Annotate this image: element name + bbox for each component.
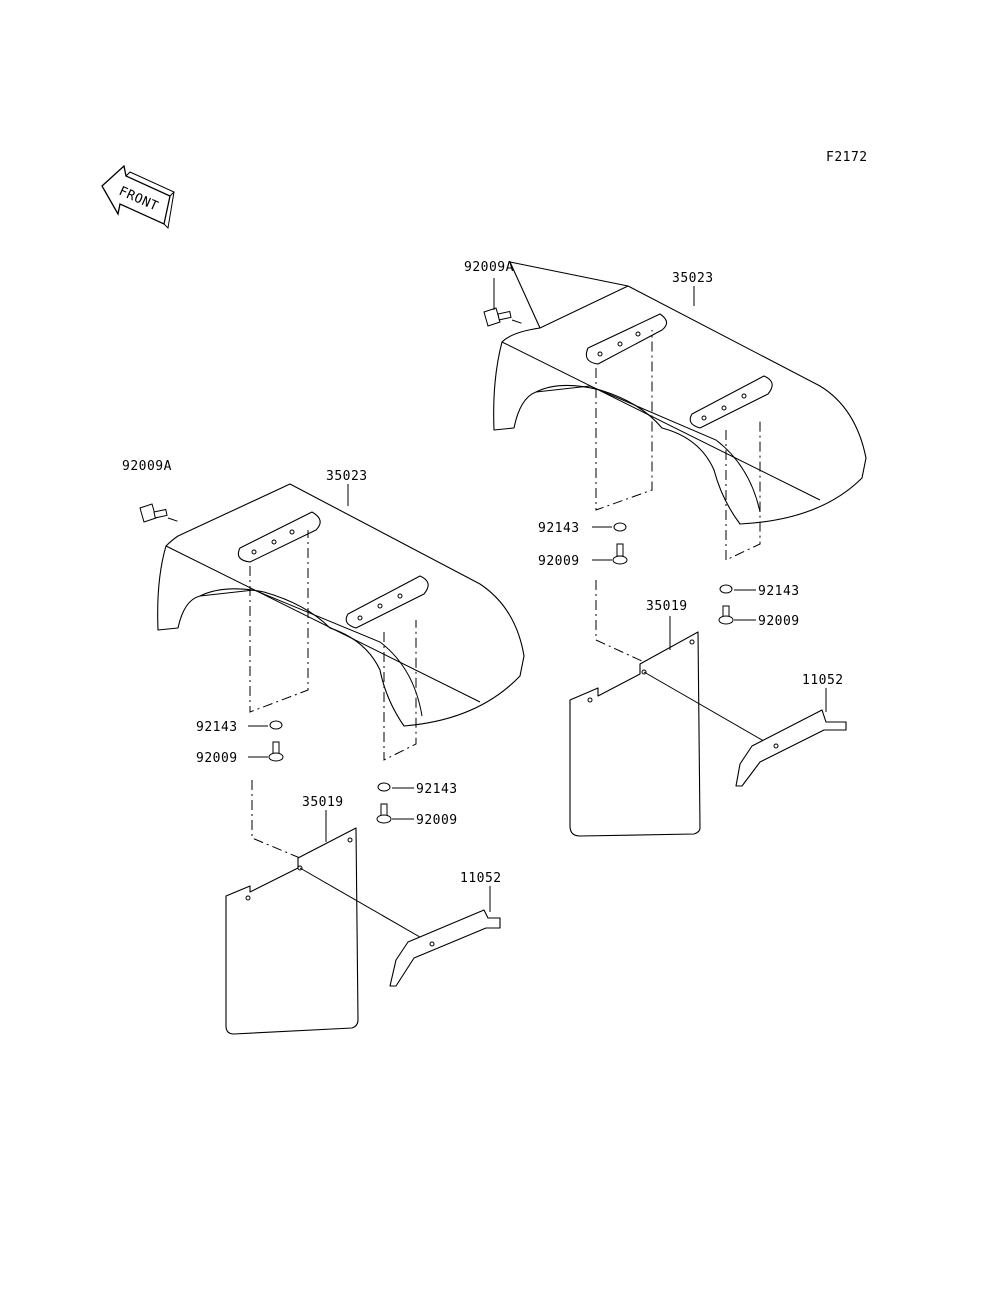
rear-fender: [493, 261, 867, 525]
top-bolt-icon: [139, 503, 168, 523]
washer-icon: [377, 782, 391, 792]
part-label-92009-right: 92009: [416, 813, 458, 828]
part-label-35019: 35019: [646, 599, 688, 614]
washer-icon: [719, 584, 733, 594]
part-label-11052: 11052: [802, 673, 844, 688]
top-bolt-icon: [483, 307, 512, 327]
bolt-icon: [268, 741, 284, 762]
part-label-92009a: 92009A: [464, 260, 514, 275]
part-label-92143-left: 92143: [538, 521, 580, 536]
mud-flap: [225, 827, 359, 1035]
rear-fender: [157, 483, 525, 727]
part-label-35023: 35023: [326, 469, 368, 484]
mud-flap: [569, 631, 701, 837]
fender-rail-rear: [689, 375, 773, 429]
flap-bracket: [389, 909, 501, 987]
part-label-11052: 11052: [460, 871, 502, 886]
fender-rail-rear: [345, 575, 429, 629]
fender-assembly-right: 92009A 35023 92143 92009 92143 92009 350…: [464, 260, 867, 837]
bolt-icon: [376, 803, 392, 824]
part-label-92009-right: 92009: [758, 614, 800, 629]
front-arrow-icon: FRONT: [101, 164, 175, 230]
flap-bracket: [735, 709, 847, 787]
figure-code: F2172: [826, 150, 868, 165]
fender-assembly-left: 92009A 35023 92143 92009 92143 92009 350…: [122, 459, 525, 1035]
part-label-92143-right: 92143: [416, 782, 458, 797]
fender-rail-front: [237, 511, 321, 563]
part-label-35019: 35019: [302, 795, 344, 810]
part-label-92009-left: 92009: [538, 554, 580, 569]
bolt-icon: [718, 605, 734, 625]
washer-icon: [613, 522, 627, 532]
fender-rail-front: [585, 313, 668, 365]
bolt-icon: [612, 543, 628, 565]
part-label-92009a: 92009A: [122, 459, 172, 474]
part-label-92143-left: 92143: [196, 720, 238, 735]
part-label-92143-right: 92143: [758, 584, 800, 599]
part-label-92009-left: 92009: [196, 751, 238, 766]
part-label-35023: 35023: [672, 271, 714, 286]
washer-icon: [269, 720, 283, 730]
